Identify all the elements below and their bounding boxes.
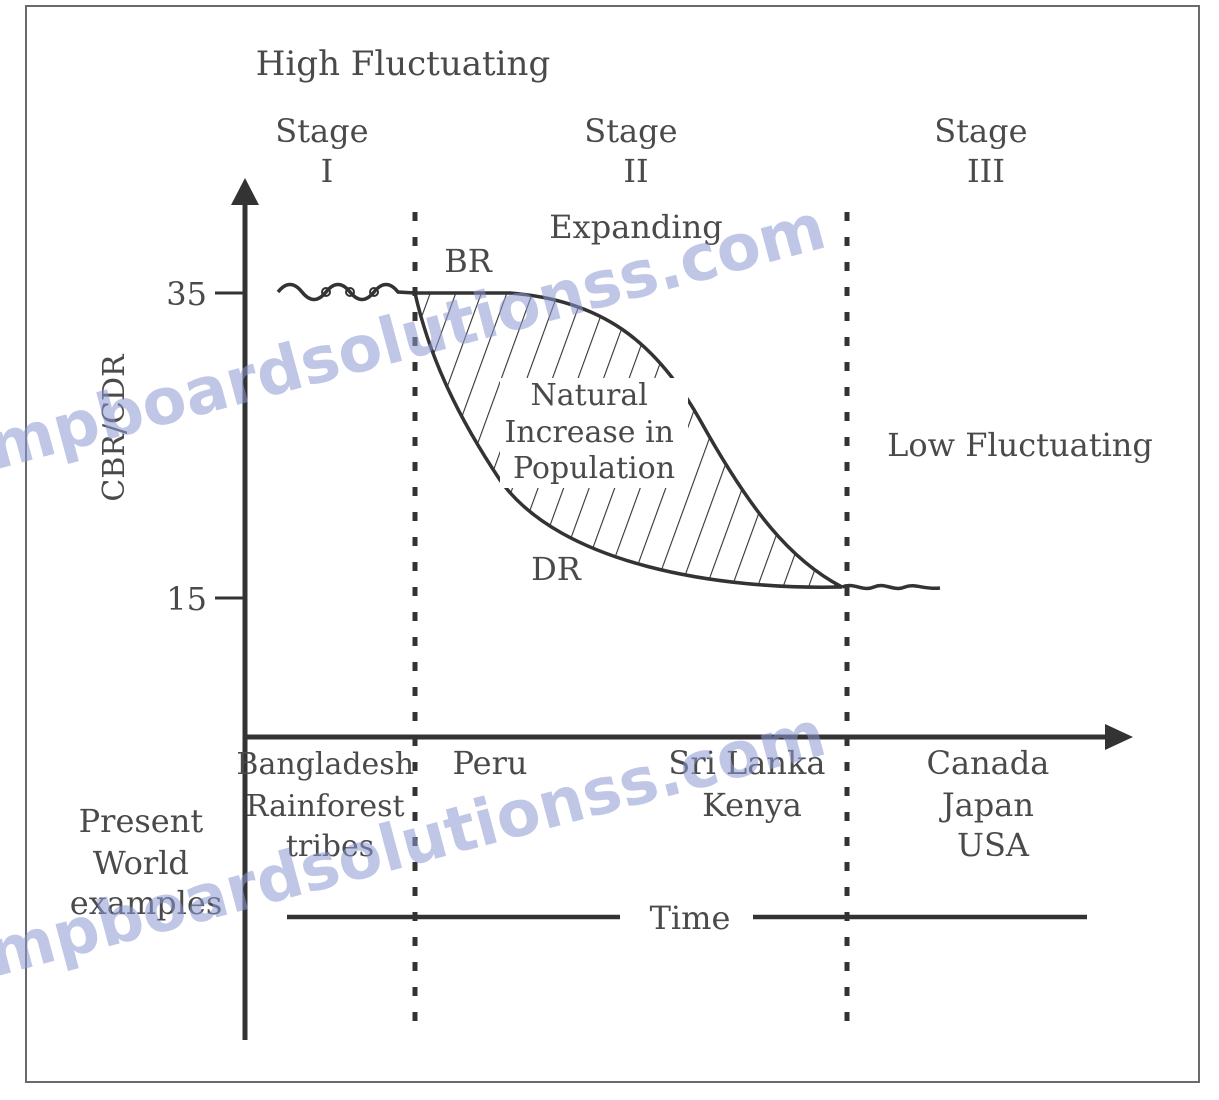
y-axis-arrowhead bbox=[231, 178, 259, 205]
stage1-label: Stage I bbox=[275, 112, 378, 190]
natural-increase-label-bg bbox=[500, 378, 688, 488]
diagram-frame bbox=[25, 5, 1200, 1083]
present-world-examples-label: Present World examples bbox=[70, 802, 222, 922]
tick-label-35: 35 bbox=[166, 275, 207, 313]
stage1-fluctuating-line bbox=[276, 282, 416, 302]
death-rate-curve bbox=[413, 292, 843, 589]
fluct-loop bbox=[369, 287, 379, 297]
fluct-loop bbox=[321, 287, 331, 297]
birth-rate-curve bbox=[415, 291, 843, 589]
x-axis-arrowhead bbox=[1105, 724, 1133, 750]
time-label: Time bbox=[650, 899, 731, 937]
high-fluctuating-label: High Fluctuating bbox=[256, 44, 550, 84]
stage3-fluctuating-line bbox=[841, 583, 941, 591]
stage2-label: Stage II bbox=[584, 112, 687, 190]
y-axis-label: CBR/CDR bbox=[97, 353, 132, 502]
tick-label-15: 15 bbox=[166, 580, 207, 618]
natural-increase-label: Natural Increase in Population bbox=[504, 378, 683, 486]
expanding-label: Expanding bbox=[549, 208, 722, 246]
stage2-examples-left: Peru bbox=[453, 744, 528, 782]
stage2-examples-right: Sri Lanka Kenya bbox=[668, 744, 835, 824]
low-fluctuating-label: Low Fluctuating bbox=[887, 426, 1153, 464]
stage3-examples: Canada Japan USA bbox=[927, 744, 1060, 864]
br-label: BR bbox=[444, 242, 493, 280]
stage3-label: Stage III bbox=[934, 112, 1037, 190]
dr-label: DR bbox=[531, 550, 582, 588]
stage1-examples: Bangladesh Rainforest tribes bbox=[236, 747, 423, 864]
fluct-loop bbox=[345, 287, 355, 297]
